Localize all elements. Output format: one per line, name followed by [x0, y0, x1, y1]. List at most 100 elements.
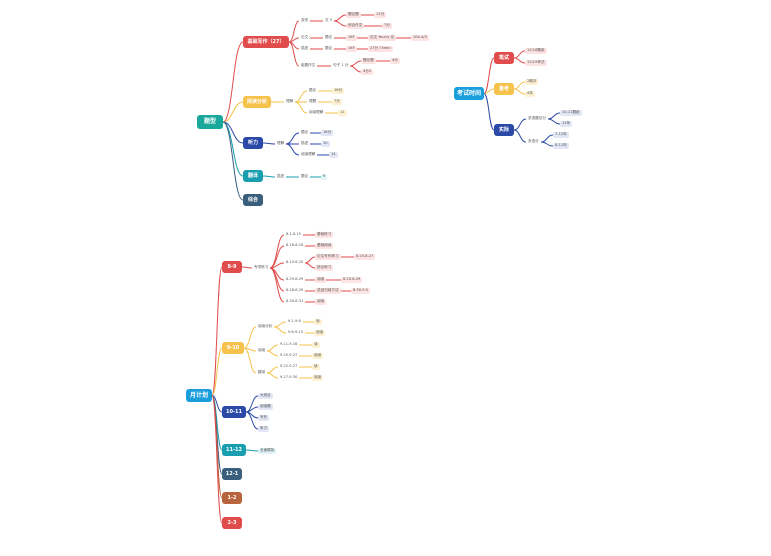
leaf-m910-lead-a[interactable]: 阅读分析	[258, 324, 273, 328]
leaf-m910-b1[interactable]: 9.11-9.16	[280, 342, 298, 346]
leaf-tl-1[interactable]: 题论	[301, 130, 309, 134]
branch-m121[interactable]: 12-1	[222, 468, 242, 480]
branch-tingli[interactable]: 听力	[243, 137, 263, 149]
leaf-m910-c1v[interactable]: 读	[312, 364, 320, 370]
leaf-m89-1[interactable]: 8.1-8.15	[286, 232, 302, 236]
leaf-qiye[interactable]: 组图作文	[301, 63, 316, 67]
leaf-m1112-1[interactable]: 全面模拟	[258, 448, 277, 454]
leaf-qy-sub[interactable]: 句子 1 分	[333, 63, 349, 67]
leaf-cl-detail[interactable]: 27分 75min	[368, 46, 393, 52]
leaf-m89-1v[interactable]: 基础练习	[315, 232, 334, 238]
leaf-qy-a-val[interactable]: 4分	[390, 58, 400, 64]
leaf-yd-2v[interactable]: 7分	[332, 99, 342, 105]
branch-m89[interactable]: 8-9	[222, 261, 242, 273]
leaf-tl-3v[interactable]: 14	[329, 152, 338, 158]
leaf-m910-a1v[interactable]: 读	[314, 319, 322, 325]
leaf-y1-a[interactable]: 12/18题纸	[525, 48, 547, 54]
leaf-m910-b1v[interactable]: 读	[312, 342, 320, 348]
leaf-m910-lead-c[interactable]: 翻译	[258, 370, 266, 374]
leaf-m910-a2[interactable]: 9.6-9.13	[288, 330, 304, 334]
leaf-m89-6v[interactable]: 阅读	[315, 299, 327, 305]
root-kaoshi[interactable]: 考试时间	[454, 87, 484, 100]
root-tixing[interactable]: 题型	[197, 115, 223, 129]
leaf-yd-1[interactable]: 题论	[309, 88, 317, 92]
leaf-m89-3[interactable]: 8.19-8.20	[286, 260, 304, 264]
leaf-m910-a2v[interactable]: 阅读	[314, 330, 326, 336]
leaf-zh-7[interactable]: 7分	[382, 23, 392, 29]
leaf-lw-tixin[interactable]: 题论	[325, 35, 333, 39]
leaf-m89-6[interactable]: 8.30-8.31	[286, 299, 304, 303]
branch-yue2[interactable]: 备考	[494, 83, 514, 95]
leaf-yd-3[interactable]: 阅读理解	[309, 110, 324, 114]
leaf-chuli[interactable]: 描述	[301, 46, 309, 50]
leaf-zhonghe[interactable]: 综合作文	[346, 23, 365, 29]
leaf-fy-1v[interactable]: 9	[321, 174, 328, 180]
leaf-m89-3b[interactable]: 8.20-8.27	[354, 254, 376, 260]
leaf-wenti[interactable]: 文 5	[325, 18, 333, 22]
leaf-yd-3v[interactable]: 11	[338, 110, 347, 116]
leaf-m910-b2v[interactable]: 阅读	[312, 353, 324, 359]
leaf-m910-a1[interactable]: 9.1-9.6	[288, 319, 301, 323]
leaf-m910-c1[interactable]: 9.22-9.27	[280, 364, 298, 368]
leaf-fy-1[interactable]: 题论	[301, 174, 309, 178]
leaf-lw-range[interactable]: 10k-4/3	[411, 35, 429, 41]
leaf-lw-detail[interactable]: 论文 Yourry 论	[368, 35, 397, 41]
leaf-qy-b[interactable]: 4分2	[361, 69, 374, 75]
leaf-cl-tixin[interactable]: 题论	[325, 46, 333, 50]
leaf-tl-lead[interactable]: 理解	[277, 141, 285, 145]
leaf-m89-4r[interactable]: 8.20-8.29	[341, 277, 363, 283]
leaf-lw-16[interactable]: 16F	[346, 35, 357, 41]
leaf-m89-4[interactable]: 8.29-8.29	[286, 277, 304, 281]
branch-m12[interactable]: 1-2	[222, 492, 242, 504]
leaf-m1011-2[interactable]: 阅读题	[258, 404, 273, 410]
leaf-yingbian[interactable]: 变形	[301, 18, 309, 22]
leaf-yd-1v[interactable]: 16分	[332, 88, 345, 94]
leaf-lunwen[interactable]: 论文	[301, 35, 309, 39]
leaf-y3-b2[interactable]: 8-12年	[553, 143, 569, 149]
branch-zuowen[interactable]: 基础写作（27）	[243, 36, 289, 48]
leaf-m89-2v[interactable]: 基础阅读	[315, 243, 334, 249]
leaf-yd-2[interactable]: 理题	[309, 99, 317, 103]
branch-fanyi[interactable]: 翻译	[243, 170, 263, 182]
branch-m23[interactable]: 2-3	[222, 517, 242, 529]
leaf-y2-a[interactable]: 2期次	[525, 79, 539, 85]
leaf-m1011-3[interactable]: 写作	[258, 415, 270, 421]
leaf-y3-b1[interactable]: 7-12年	[553, 132, 569, 138]
leaf-m1011-4[interactable]: 听力	[258, 426, 270, 432]
leaf-m910-c2[interactable]: 9.27-9.30	[280, 375, 298, 379]
branch-m1011[interactable]: 10-11	[222, 406, 246, 418]
leaf-m910-lead-b[interactable]: 阅读	[258, 348, 266, 352]
branch-yue1[interactable]: 笔试	[494, 52, 514, 64]
leaf-fy-lead[interactable]: 描述	[277, 174, 285, 178]
leaf-m89-5v[interactable]: 总结归纳方法	[315, 288, 341, 294]
leaf-tl-2v[interactable]: 10	[321, 141, 330, 147]
leaf-y3-a1[interactable]: 10-11题纸	[560, 110, 582, 116]
leaf-m89-5r[interactable]: 8.30-9.5	[351, 288, 371, 294]
branch-zhonghe[interactable]: 综合	[243, 194, 263, 206]
leaf-m910-c2v[interactable]: 阅读	[312, 375, 324, 381]
leaf-m89-5[interactable]: 8.28-8.29	[286, 288, 304, 292]
leaf-tl-3[interactable]: 阅读理解	[301, 152, 316, 156]
leaf-tl-1v[interactable]: 16分	[321, 130, 334, 136]
leaf-m89-2[interactable]: 8.16-8.18	[286, 243, 304, 247]
leaf-y3-a2[interactable]: 12年	[560, 121, 573, 127]
leaf-y2-b[interactable]: 4年	[525, 91, 535, 97]
leaf-m910-b2[interactable]: 9.20-9.27	[280, 353, 298, 357]
branch-yuedu[interactable]: 阅读分析	[243, 96, 271, 108]
branch-m1112[interactable]: 11-12	[222, 444, 246, 456]
root-yuejihua[interactable]: 月计划	[186, 389, 212, 402]
leaf-m89-3c[interactable]: 综合练习	[315, 265, 334, 271]
leaf-cl-16[interactable]: 16F	[346, 46, 357, 52]
leaf-m89-4v[interactable]: 阅读	[315, 277, 327, 283]
leaf-m89-lead[interactable]: 专项练习	[254, 265, 269, 269]
leaf-qy-a[interactable]: 题论题	[361, 58, 376, 64]
leaf-m1011-1[interactable]: 大综合	[258, 393, 273, 399]
leaf-zhizhao[interactable]: 题论题	[346, 12, 361, 18]
leaf-y3-lead-a[interactable]: 多选题总分	[528, 116, 546, 120]
leaf-m89-3a[interactable]: 论文写作练习	[315, 254, 341, 260]
branch-m910[interactable]: 9-10	[222, 342, 244, 354]
leaf-y3-lead-b[interactable]: 多选分	[528, 139, 539, 143]
branch-yue3[interactable]: 实际	[494, 124, 514, 136]
leaf-yd-lead[interactable]: 理解	[286, 99, 294, 103]
leaf-y1-b[interactable]: 12/19考试	[525, 60, 547, 66]
